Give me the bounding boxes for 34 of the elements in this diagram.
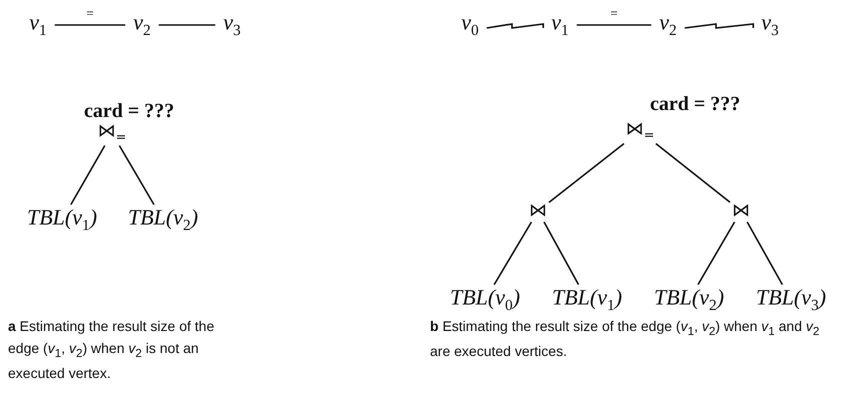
cardinality-annotation: card = ??? bbox=[84, 100, 174, 123]
vertex-label: v$_{3}$ bbox=[223, 12, 241, 38]
join-operator: ⋈$_{=}$ bbox=[98, 122, 126, 144]
join-operator: ⋈ bbox=[732, 202, 750, 220]
tree-edge bbox=[543, 222, 580, 285]
table-scan-label: TBL(v$_{2}$) bbox=[654, 286, 724, 314]
tree-edge bbox=[118, 145, 155, 205]
edge-line bbox=[158, 24, 216, 26]
table-scan-label: TBL(v$_{1}$) bbox=[552, 286, 622, 314]
vertex-label: v$_{2}$ bbox=[133, 12, 151, 38]
edge-line bbox=[576, 24, 652, 26]
vertex-label: v$_{0}$ bbox=[461, 12, 479, 38]
join-operator: ⋈$_{=}$ bbox=[626, 120, 654, 142]
tree-edge bbox=[493, 222, 532, 285]
zigzag-edge bbox=[486, 23, 544, 29]
vertex-label: v$_{3}$ bbox=[761, 12, 779, 38]
tree-edge bbox=[548, 142, 624, 203]
zigzag-edge bbox=[684, 23, 754, 29]
figure-caption: a Estimating the result size of the edge (v$_{1}$, v$_{2}$) when v$_{2}$ is not an executed vertex. bbox=[8, 317, 216, 383]
table-scan-label: TBL(v$_{3}$) bbox=[756, 286, 826, 314]
cardinality-annotation: card = ??? bbox=[650, 93, 740, 116]
tree-edge bbox=[746, 222, 784, 285]
tree-edge bbox=[655, 142, 730, 203]
tree-edge bbox=[697, 222, 736, 285]
table-scan-label: TBL(v$_{1}$) bbox=[26, 206, 98, 234]
edge-line bbox=[54, 24, 126, 26]
vertex-label: v$_{1}$ bbox=[551, 12, 569, 38]
join-operator: ⋈ bbox=[529, 202, 547, 220]
table-scan-label: TBL(v$_{2}$) bbox=[128, 206, 198, 234]
vertex-label: v$_{2}$ bbox=[659, 12, 677, 38]
figure-caption: b Estimating the result size of the edge (v$_{1}$, v$_{2}$) when v$_{1}$ and v$_{2}$ are executed vertices. bbox=[430, 317, 820, 361]
vertex-label: v$_{1}$ bbox=[29, 12, 47, 38]
tree-edge bbox=[70, 145, 106, 205]
table-scan-label: TBL(v$_{0}$) bbox=[450, 286, 520, 314]
